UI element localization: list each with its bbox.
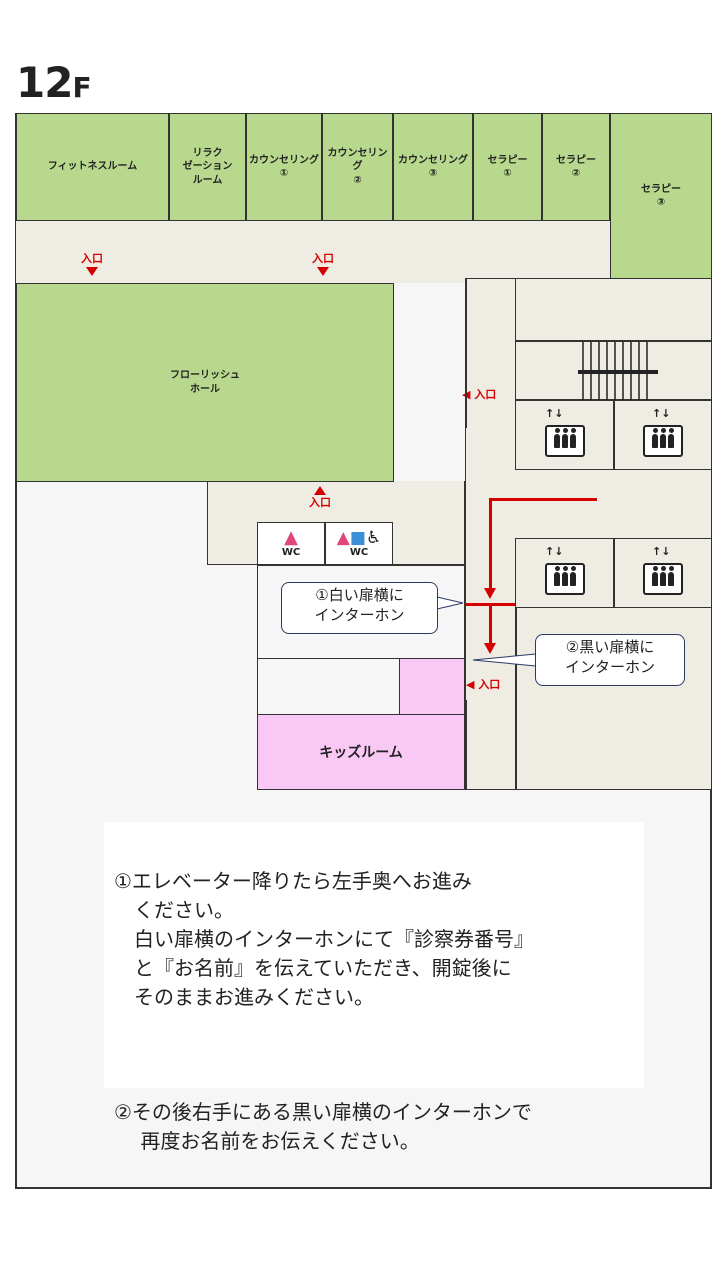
up-down-icon: ↑↓	[652, 545, 671, 558]
stairs	[515, 341, 712, 401]
instruction-step-2: ②その後右手にある黒い扉横のインターホンで 再度お名前をお伝えください。	[114, 1100, 532, 1153]
female-toilet-icon: ▲	[336, 527, 350, 548]
white-door	[465, 603, 515, 606]
entrance-marker-1: 入口	[72, 252, 112, 277]
room-kids: キッズルーム	[258, 714, 464, 789]
elevator-icon	[643, 425, 683, 457]
room-counseling-1: カウンセリング ①	[246, 113, 322, 221]
room-therapy-3: セラピー ③	[610, 113, 712, 279]
wc-label: WC	[349, 546, 369, 558]
stair-area	[515, 278, 712, 341]
entrance-marker-5: ◀ 入口	[466, 678, 512, 691]
entrance-label: 入口	[81, 252, 103, 265]
callout-white-door: ①白い扉横に インターホン	[281, 582, 438, 634]
floor-label: 12F	[16, 58, 92, 107]
arrow-down-icon	[86, 267, 98, 277]
entrance-label: 入口	[478, 678, 501, 691]
route-line	[489, 498, 492, 590]
wc-female: ▲ WC	[257, 522, 325, 565]
stairs-icon	[578, 342, 658, 401]
room-relaxation: リラク ゼーション ルーム	[169, 113, 246, 221]
room-therapy-1: セラピー ①	[473, 113, 542, 221]
room-kids-label: キッズルーム	[319, 745, 403, 761]
elevator-icon	[643, 563, 683, 595]
elevator-2: ↑↓	[614, 400, 712, 470]
room-therapy-2: セラピー ②	[542, 113, 610, 221]
elevator-4: ↑↓	[614, 538, 712, 608]
route-line	[489, 605, 492, 645]
room-fitness: フィットネスルーム	[16, 113, 169, 221]
wall	[515, 608, 517, 790]
wc-label: WC	[281, 547, 301, 558]
room-kids-fill-top	[399, 659, 464, 715]
female-toilet-icon: ▲	[284, 527, 298, 548]
entrance-marker-3: 入口	[300, 486, 340, 509]
upper-corridor	[16, 221, 610, 283]
room-counseling-3: カウンセリング ③	[393, 113, 473, 221]
floor-suffix: F	[72, 71, 92, 104]
entrance-label: 入口	[309, 496, 331, 509]
callout-black-door: ②黒い扉横に インターホン	[535, 634, 685, 686]
elevator-icon	[545, 425, 585, 457]
elevator-icon	[545, 563, 585, 595]
route-line	[489, 498, 597, 501]
room-flourish-hall: フローリッシュ ホール	[16, 283, 394, 482]
entrance-marker-2: 入口	[303, 252, 343, 277]
wc-multipurpose: ▲■♿ WC	[325, 522, 393, 565]
room-counseling-2: カウンセリング ②	[322, 113, 393, 221]
up-down-icon: ↑↓	[545, 545, 564, 558]
instructions-box: ①エレベーター降りたら左手奥へお進み ください。 白い扉横のインターホンにて『診…	[104, 822, 644, 1153]
arrow-left-icon: ◀	[466, 678, 475, 691]
arrow-up-icon	[314, 486, 326, 495]
entrance-label: 入口	[312, 252, 334, 265]
male-toilet-icon: ■	[349, 527, 366, 548]
up-down-icon: ↑↓	[652, 407, 671, 420]
arrow-down-icon	[317, 267, 329, 277]
floor-number: 12	[16, 58, 73, 107]
entrance-label: 入口	[474, 388, 497, 401]
route-arrow-down-icon	[484, 588, 496, 599]
elevator-1: ↑↓	[515, 400, 614, 470]
up-down-icon: ↑↓	[545, 407, 564, 420]
instruction-step-1: ①エレベーター降りたら左手奥へお進み ください。 白い扉横のインターホンにて『診…	[114, 869, 534, 1009]
route-arrow-down-icon	[484, 643, 496, 654]
wall	[465, 278, 467, 428]
wheelchair-icon: ♿	[365, 527, 382, 548]
elevator-3: ↑↓	[515, 538, 614, 608]
wall	[465, 700, 467, 790]
